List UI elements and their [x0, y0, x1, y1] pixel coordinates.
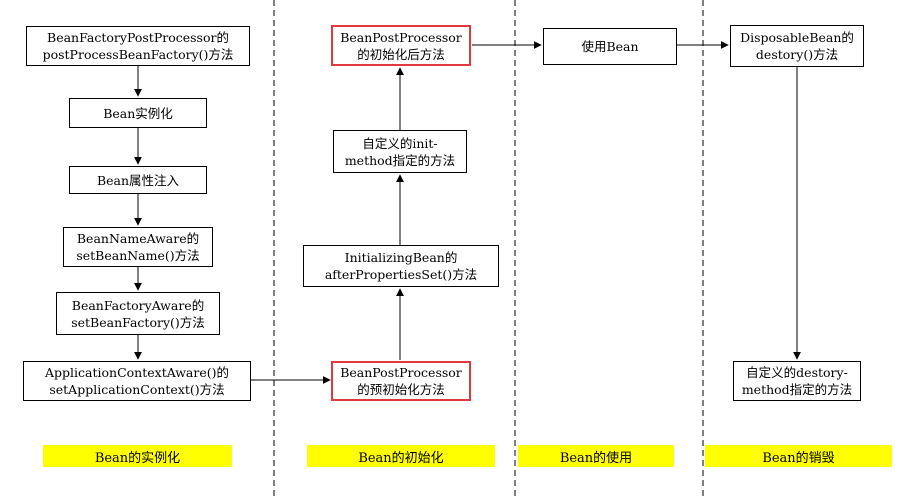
use-bean-box: 使用Bean	[543, 28, 677, 65]
disposable-bean-box: DisposableBean的 destory()方法	[730, 25, 864, 67]
bean-inject-box: Bean属性注入	[69, 166, 207, 194]
phase-label-destruction: Bean的销毁	[705, 445, 892, 467]
bfpp-box: BeanFactoryPostProcessor的 postProcessBea…	[26, 26, 250, 66]
destroy-method-box: 自定义的destory- method指定的方法	[733, 361, 861, 401]
bean-name-aware-box: BeanNameAware的 setBeanName()方法	[63, 227, 213, 267]
bean-instantiate-box: Bean实例化	[69, 98, 207, 128]
bpp-after-init-box: BeanPostProcessor 的初始化后方法	[331, 25, 471, 66]
app-context-aware-box: ApplicationContextAware()的 setApplicatio…	[23, 361, 251, 401]
initializing-bean-box: InitializingBean的 afterPropertiesSet()方法	[303, 245, 499, 287]
phase-label-initialization: Bean的初始化	[307, 445, 495, 467]
bpp-before-init-box: BeanPostProcessor 的预初始化方法	[331, 361, 471, 401]
phase-label-usage: Bean的使用	[518, 445, 674, 467]
phase-label-instantiation: Bean的实例化	[43, 445, 232, 467]
bean-factory-aware-box: BeanFactoryAware的 setBeanFactory()方法	[56, 292, 220, 335]
init-method-box: 自定义的init- method指定的方法	[333, 130, 467, 173]
